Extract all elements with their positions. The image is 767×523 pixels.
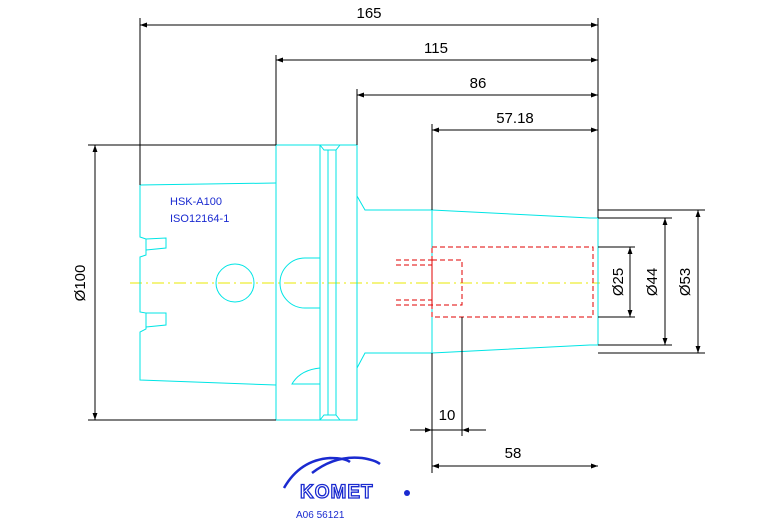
dim-flange-diameter: Ø100	[72, 265, 89, 302]
extension-lines	[88, 18, 705, 473]
dim-bore-depth: 57.18	[496, 110, 534, 127]
komet-logo-arc	[282, 456, 381, 489]
note-standard: ISO12164-1	[170, 213, 229, 225]
dim-front-diameter: Ø44	[644, 268, 661, 296]
dim-bore-diameter: Ø25	[610, 268, 627, 296]
article-number: A06 56121	[296, 510, 345, 521]
note-interface: HSK-A100	[170, 196, 222, 208]
dim-shank-length: 86	[470, 75, 487, 92]
dim-offset: 10	[439, 407, 456, 424]
dim-overall-length: 165	[356, 5, 381, 22]
hidden-bore	[396, 246, 594, 318]
dim-flange-to-end: 115	[424, 40, 448, 57]
komet-logo-dot	[404, 490, 410, 496]
komet-logo: KOMET	[282, 456, 410, 504]
komet-logo-text: KOMET	[300, 482, 374, 503]
tool-body-outline	[139, 144, 599, 421]
dim-front-length: 58	[505, 445, 522, 462]
dim-rear-shank-diameter: Ø53	[677, 268, 694, 296]
dimension-lines	[92, 22, 701, 469]
